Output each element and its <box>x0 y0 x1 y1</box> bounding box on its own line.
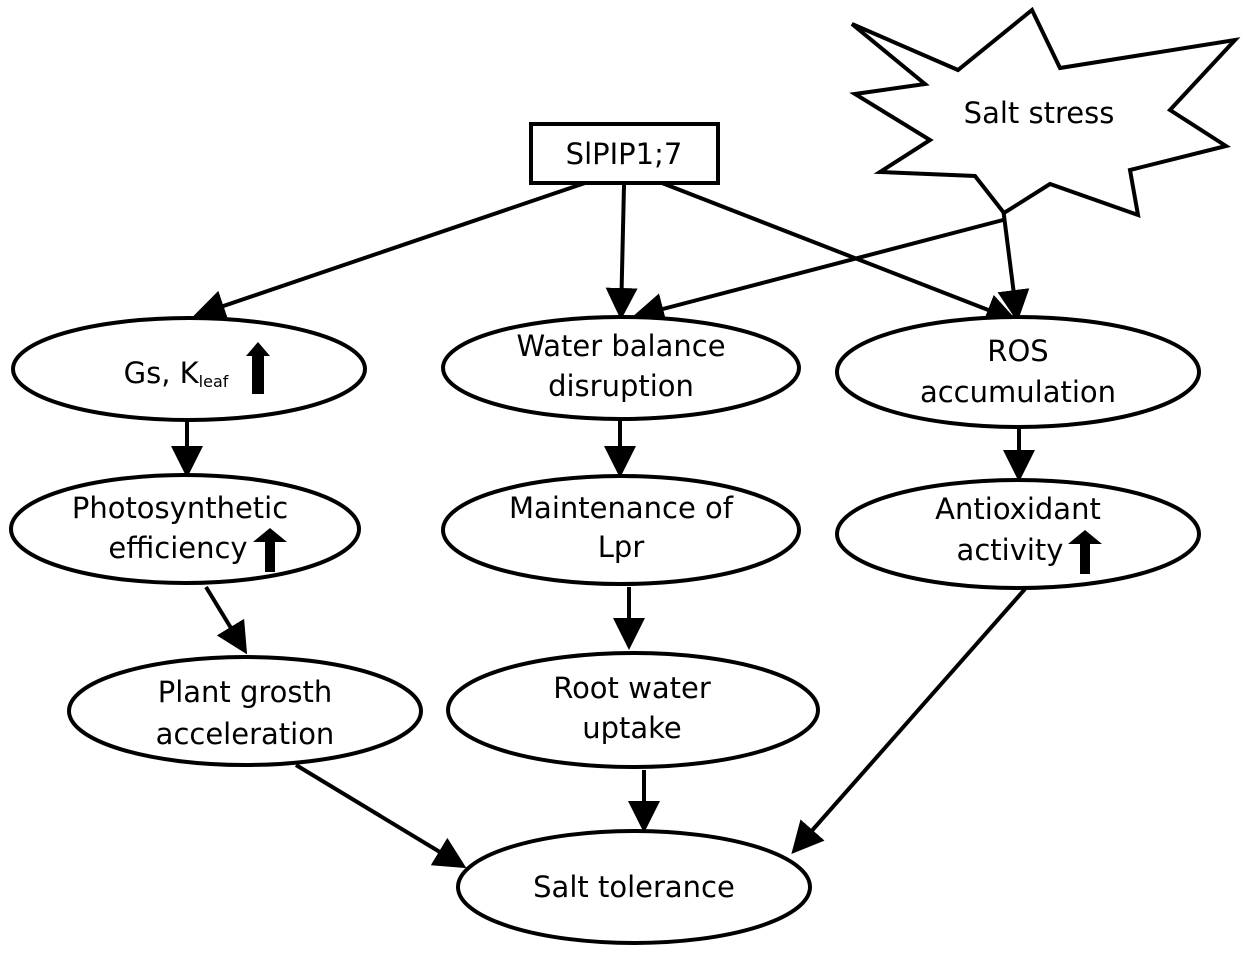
growth-ellipse <box>67 655 423 767</box>
node-salt-stress: Salt stress <box>849 6 1241 219</box>
edge-photo-to-growth <box>204 585 248 655</box>
node-photosynthetic: Photosynthetic efficiency <box>9 473 361 585</box>
starburst-shape <box>849 6 1241 219</box>
antiox-ellipse <box>835 478 1201 590</box>
node-photo-line1: Photosynthetic <box>72 491 288 525</box>
node-ros-line2: accumulation <box>920 375 1116 409</box>
node-gs-kleaf: Gs, Kleaf <box>11 316 367 422</box>
kleaf-subscript: leaf <box>199 372 229 391</box>
tolerance-ellipse <box>456 829 812 945</box>
lpr-ellipse <box>441 474 801 586</box>
edges <box>171 181 1035 869</box>
up-arrow-icon <box>1068 530 1102 574</box>
edge-gene-to-ros <box>661 181 1018 325</box>
node-antiox-line1: Antioxidant <box>935 492 1101 526</box>
uptake-ellipse <box>446 651 820 769</box>
node-antiox-line2: activity <box>957 533 1064 567</box>
node-gene: SlPIP1;7 <box>529 122 720 185</box>
node-growth-line1: Plant grosth <box>158 675 333 709</box>
edge-gene-to-gs <box>193 181 586 322</box>
gs-prefix: Gs, K <box>124 356 200 390</box>
node-ros: ROS accumulation <box>835 315 1201 429</box>
node-photo-line2: efficiency <box>108 531 247 565</box>
node-water-line2: disruption <box>548 369 694 403</box>
up-arrow-icon <box>246 342 270 394</box>
node-salt-tolerance: Salt tolerance <box>456 829 812 945</box>
node-plant-growth: Plant grosth acceleration <box>67 655 423 767</box>
ros-ellipse <box>835 315 1201 429</box>
node-growth-line2: acceleration <box>156 717 335 751</box>
node-antioxidant: Antioxidant activity <box>835 478 1201 590</box>
node-water-line1: Water balance <box>516 329 725 363</box>
gene-box <box>529 122 720 185</box>
up-arrow-icon <box>253 528 287 572</box>
node-salt-stress-label: Salt stress <box>964 96 1115 130</box>
edge-stress-to-water <box>632 218 1004 325</box>
node-lpr-line2: Lpr <box>598 530 645 564</box>
node-root-uptake: Root water uptake <box>446 651 820 769</box>
edge-stress-to-ros <box>997 199 1030 322</box>
node-water-balance: Water balance disruption <box>441 315 801 421</box>
node-gene-label: SlPIP1;7 <box>566 137 683 171</box>
node-maintenance-lpr: Maintenance of Lpr <box>441 474 801 586</box>
node-uptake-line1: Root water <box>553 671 711 705</box>
edge-gene-to-water <box>605 184 638 320</box>
node-tolerance-label: Salt tolerance <box>533 870 735 904</box>
node-uptake-line2: uptake <box>582 711 682 745</box>
node-ros-line1: ROS <box>987 334 1048 368</box>
water-ellipse <box>441 315 801 421</box>
node-lpr-line1: Maintenance of <box>509 491 734 525</box>
edge-antiox-to-tolerance <box>791 587 1027 855</box>
gs-ellipse <box>11 316 367 422</box>
edge-growth-to-tolerance <box>294 763 467 869</box>
node-gs-label: Gs, Kleaf <box>124 356 229 391</box>
